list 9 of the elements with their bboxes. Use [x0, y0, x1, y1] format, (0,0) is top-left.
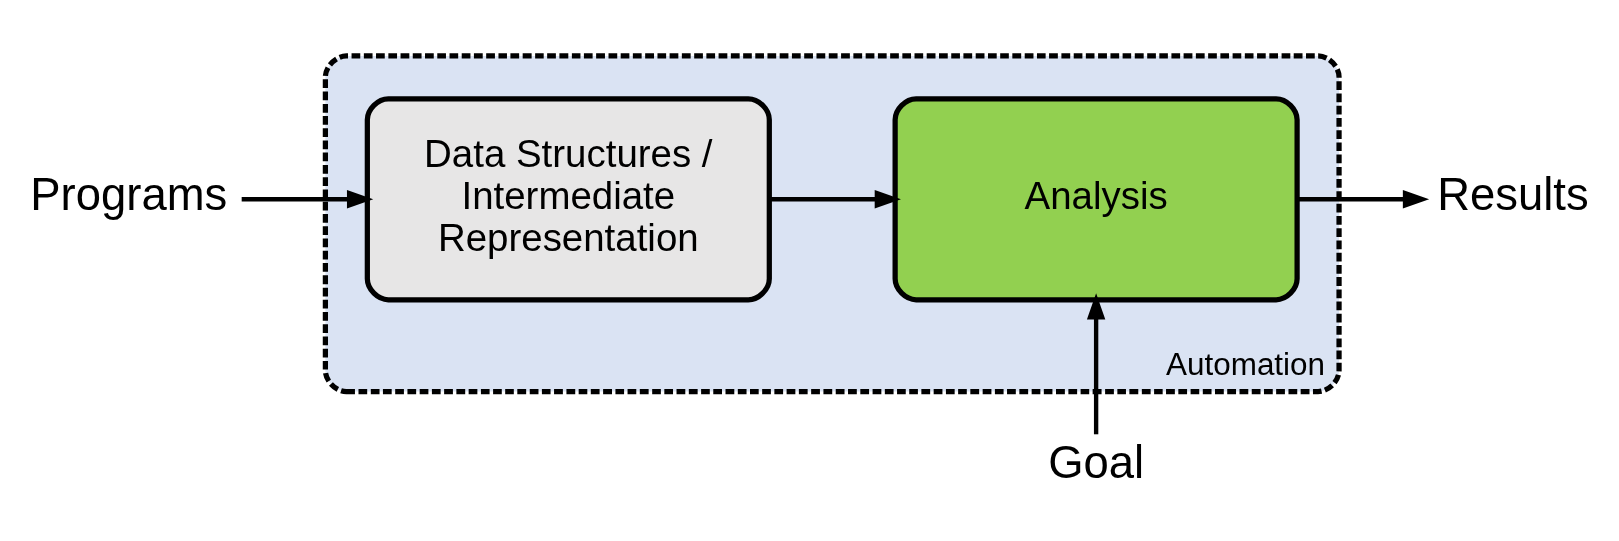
arrow [241, 190, 374, 209]
node-text: Goal [1048, 436, 1145, 488]
node-box: Analysis [892, 96, 1300, 303]
node-text: Programs [30, 169, 228, 221]
arrow [1297, 190, 1430, 209]
node-box: Data Structures / Intermediate Representation [364, 96, 772, 303]
arrow [769, 190, 901, 209]
arrow [1086, 293, 1106, 435]
node-text: Results [1437, 169, 1589, 221]
